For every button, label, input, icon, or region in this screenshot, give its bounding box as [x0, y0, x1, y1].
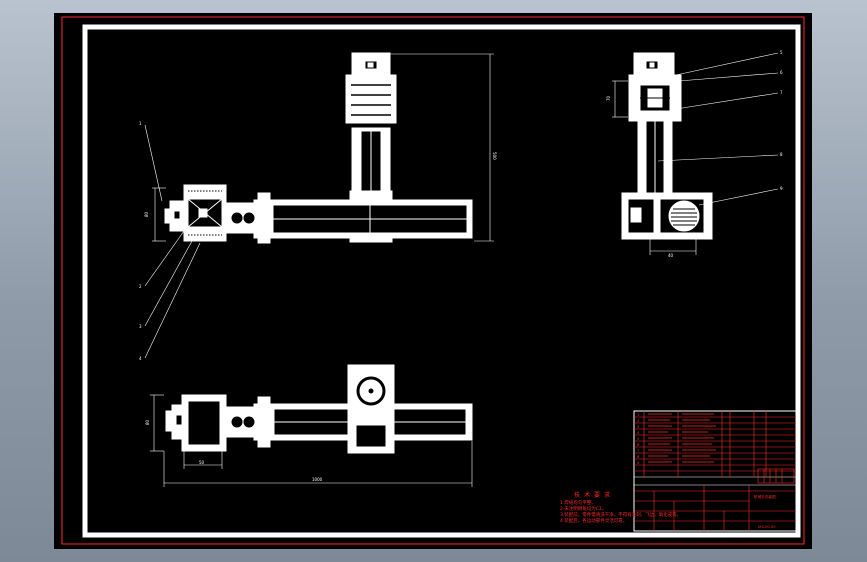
leader-label-3: 3	[139, 324, 142, 329]
front-dimensions	[152, 53, 494, 242]
leader-label-9: 9	[780, 186, 783, 191]
title-block	[633, 410, 797, 532]
dim-bottom-total: 1000	[312, 477, 323, 482]
front-leaders	[144, 124, 201, 359]
dim-bottom-small: 50	[199, 460, 205, 465]
notes-title: 技术要求	[574, 492, 615, 499]
leader-label-7: 7	[780, 90, 783, 95]
leader-label-8: 8	[780, 152, 783, 157]
top-view	[165, 364, 473, 454]
note-line-2: 2.未注明倒角均为C1。	[560, 507, 607, 512]
technical-notes: 技术要求 1.焊缝均匀平整。 2.未注明倒角均为C1。 3.装配前，零件需清洗干…	[560, 493, 700, 525]
tb-row-5: 5	[637, 437, 639, 441]
tb-row-4: 4	[637, 431, 640, 435]
tb-drawing-name: 机械手总装图	[754, 494, 776, 499]
title-block-rows: 1 2 3 4 5 6 7 8 9	[637, 413, 716, 465]
side-view	[621, 52, 713, 240]
dim-front-vertical: 500	[492, 152, 497, 160]
front-view	[164, 52, 473, 244]
dim-side-height: 70	[606, 95, 611, 101]
tb-drawing-no: JXS-00-00	[757, 525, 776, 529]
leader-label-5: 5	[780, 50, 783, 55]
leader-label-1: 1	[139, 121, 142, 126]
cad-drawing: 500 80 1 2 3 4	[61, 16, 805, 545]
note-line-4: 4.装配后，各运动部件灵活可靠。	[560, 519, 628, 524]
tb-row-3: 3	[637, 425, 639, 429]
dim-side-bottom: 40	[668, 253, 674, 258]
tb-row-2: 2	[637, 419, 639, 423]
tb-row-8: 8	[637, 455, 640, 459]
side-leaders	[657, 52, 779, 206]
tb-row-6: 6	[637, 443, 640, 447]
top-dimensions	[150, 394, 473, 487]
tb-row-1: 1	[637, 413, 639, 417]
dim-front-left: 80	[144, 211, 149, 217]
note-line-3: 3.装配前，零件需清洗干净，不得有毛刺、飞边、氧化皮等。	[560, 513, 682, 518]
leader-label-4: 4	[139, 356, 142, 361]
drawing-sheet: 500 80 1 2 3 4	[54, 13, 812, 549]
note-line-1: 1.焊缝均匀平整。	[560, 501, 596, 506]
leader-label-6: 6	[780, 70, 783, 75]
outer-frame	[61, 16, 805, 545]
tb-row-9: 9	[637, 461, 640, 465]
leader-label-2: 2	[139, 284, 142, 289]
inner-border	[82, 24, 801, 538]
tb-row-7: 7	[637, 449, 639, 453]
side-dimensions	[612, 80, 697, 255]
dim-bottom-left: 80	[145, 419, 150, 425]
